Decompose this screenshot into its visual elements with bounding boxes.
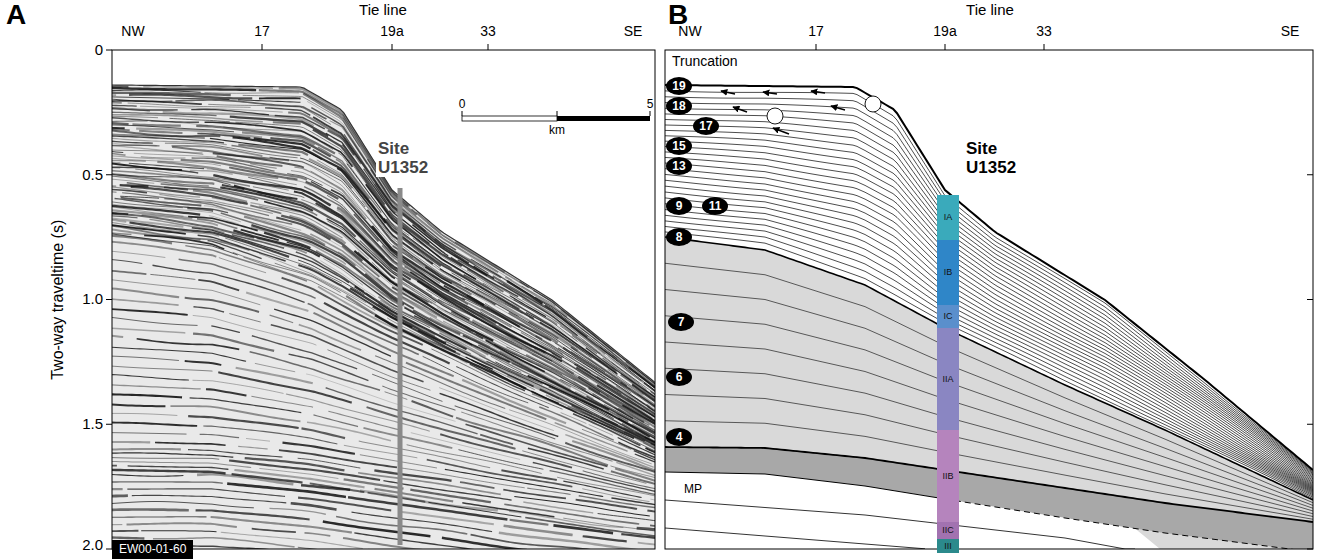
label-text: SE [624,23,643,39]
axis-label: NW [678,24,701,39]
label-text: Two-way traveltime (s) [49,220,66,380]
horizon-number: 19 [666,77,692,95]
horizon-number: 17 [693,117,719,135]
node-text: IA [944,213,953,222]
horizon-number: 4 [666,428,692,446]
node-text: 17 [699,120,712,132]
label-text: 0.5 [82,166,103,183]
tick-label: 17 [808,24,824,39]
tick-label: 0.5 [82,167,103,184]
node-text: 8 [676,231,683,243]
node-text: IIA [942,375,953,384]
label-text: SE [1281,23,1300,39]
site-label: Site U1352 [964,140,1030,177]
tick-label: 1.5 [82,416,103,433]
axis-label: NW [121,24,144,39]
annotation: Truncation [672,54,738,69]
label-text: 0 [459,97,466,111]
site-label: Site U1352 [376,140,442,177]
horizon-number: 13 [666,157,692,175]
tick-label: 33 [1036,24,1052,39]
scale-unit: km [549,124,565,137]
axis-title: Tie line [966,2,1014,19]
scale-label: 0 [459,98,466,111]
label-text: 33 [1036,23,1052,39]
label-text: 33 [480,23,496,39]
label-text: 1.5 [82,415,103,432]
node-text: IIB [942,472,953,481]
tick-label: 17 [254,24,270,39]
tick-label: 33 [480,24,496,39]
axis-label: SE [624,24,643,39]
label-text: NW [678,23,701,39]
label-text: 17 [808,23,824,39]
label-text: km [549,123,565,137]
label-text: 2.0 [82,536,103,553]
label-text: MP [684,482,702,496]
tick-label: 2.0 [82,537,103,554]
node-text: 6 [676,371,683,383]
unit-box: IC [937,305,959,328]
unit-box: IIB [937,430,959,522]
tick-label: 1.0 [82,291,103,308]
unit-box: III [937,539,959,553]
node-text: IB [944,268,953,277]
label-text: 5 [647,97,654,111]
unit-box: IB [937,240,959,305]
node-text: III [944,542,952,551]
unit-box: IIC [937,522,959,539]
horizon-number: 9 [666,197,692,215]
horizon-number: 15 [666,137,692,155]
label-text: Site U1352 [966,139,1016,177]
panel-letter: A [6,0,26,31]
node-text: 19 [672,80,685,92]
tick-label: 19a [380,24,403,39]
interpretation-panel [665,44,1313,552]
label-text: 17 [254,23,270,39]
horizon-number: 8 [666,228,692,246]
node-text: 11 [709,200,722,212]
node-text: 13 [672,160,685,172]
tick-label: 0 [95,42,103,59]
label-text: Tie line [966,1,1014,18]
horizon-number: 11 [702,197,728,215]
label-text: Truncation [672,53,738,69]
tick-label: 19a [933,24,956,39]
horizon-number: 18 [666,97,692,115]
label-text: 1.0 [82,290,103,307]
axis-label: SE [1281,24,1300,39]
node-text: 18 [672,100,685,112]
unit-box: IIA [937,328,959,430]
axis-title: Tie line [359,2,407,19]
horizon-number: 7 [668,313,694,331]
seismic-panel [106,44,655,559]
node-text: IC [944,312,953,321]
label-text: 19a [380,23,403,39]
line-id: EW00-01-60 [112,540,193,559]
label-text: Tie line [359,1,407,18]
horizon-label: MP [682,483,704,496]
node-text: 15 [672,140,685,152]
label-text: A [6,0,26,30]
node-text: 4 [676,431,683,443]
node-text: 9 [676,200,683,212]
unit-box: IA [937,195,959,240]
label-text: 0 [95,41,103,58]
axis-title: Two-way traveltime (s) [49,220,67,380]
scale-label: 5 [647,98,654,111]
label-text: EW00-01-60 [119,542,186,556]
horizon-number: 6 [666,368,692,386]
node-text: 7 [678,316,685,328]
node-text: IIC [942,526,954,535]
label-text: NW [121,23,144,39]
label-text: Site U1352 [378,139,428,177]
label-text: 19a [933,23,956,39]
site-line [398,188,403,545]
